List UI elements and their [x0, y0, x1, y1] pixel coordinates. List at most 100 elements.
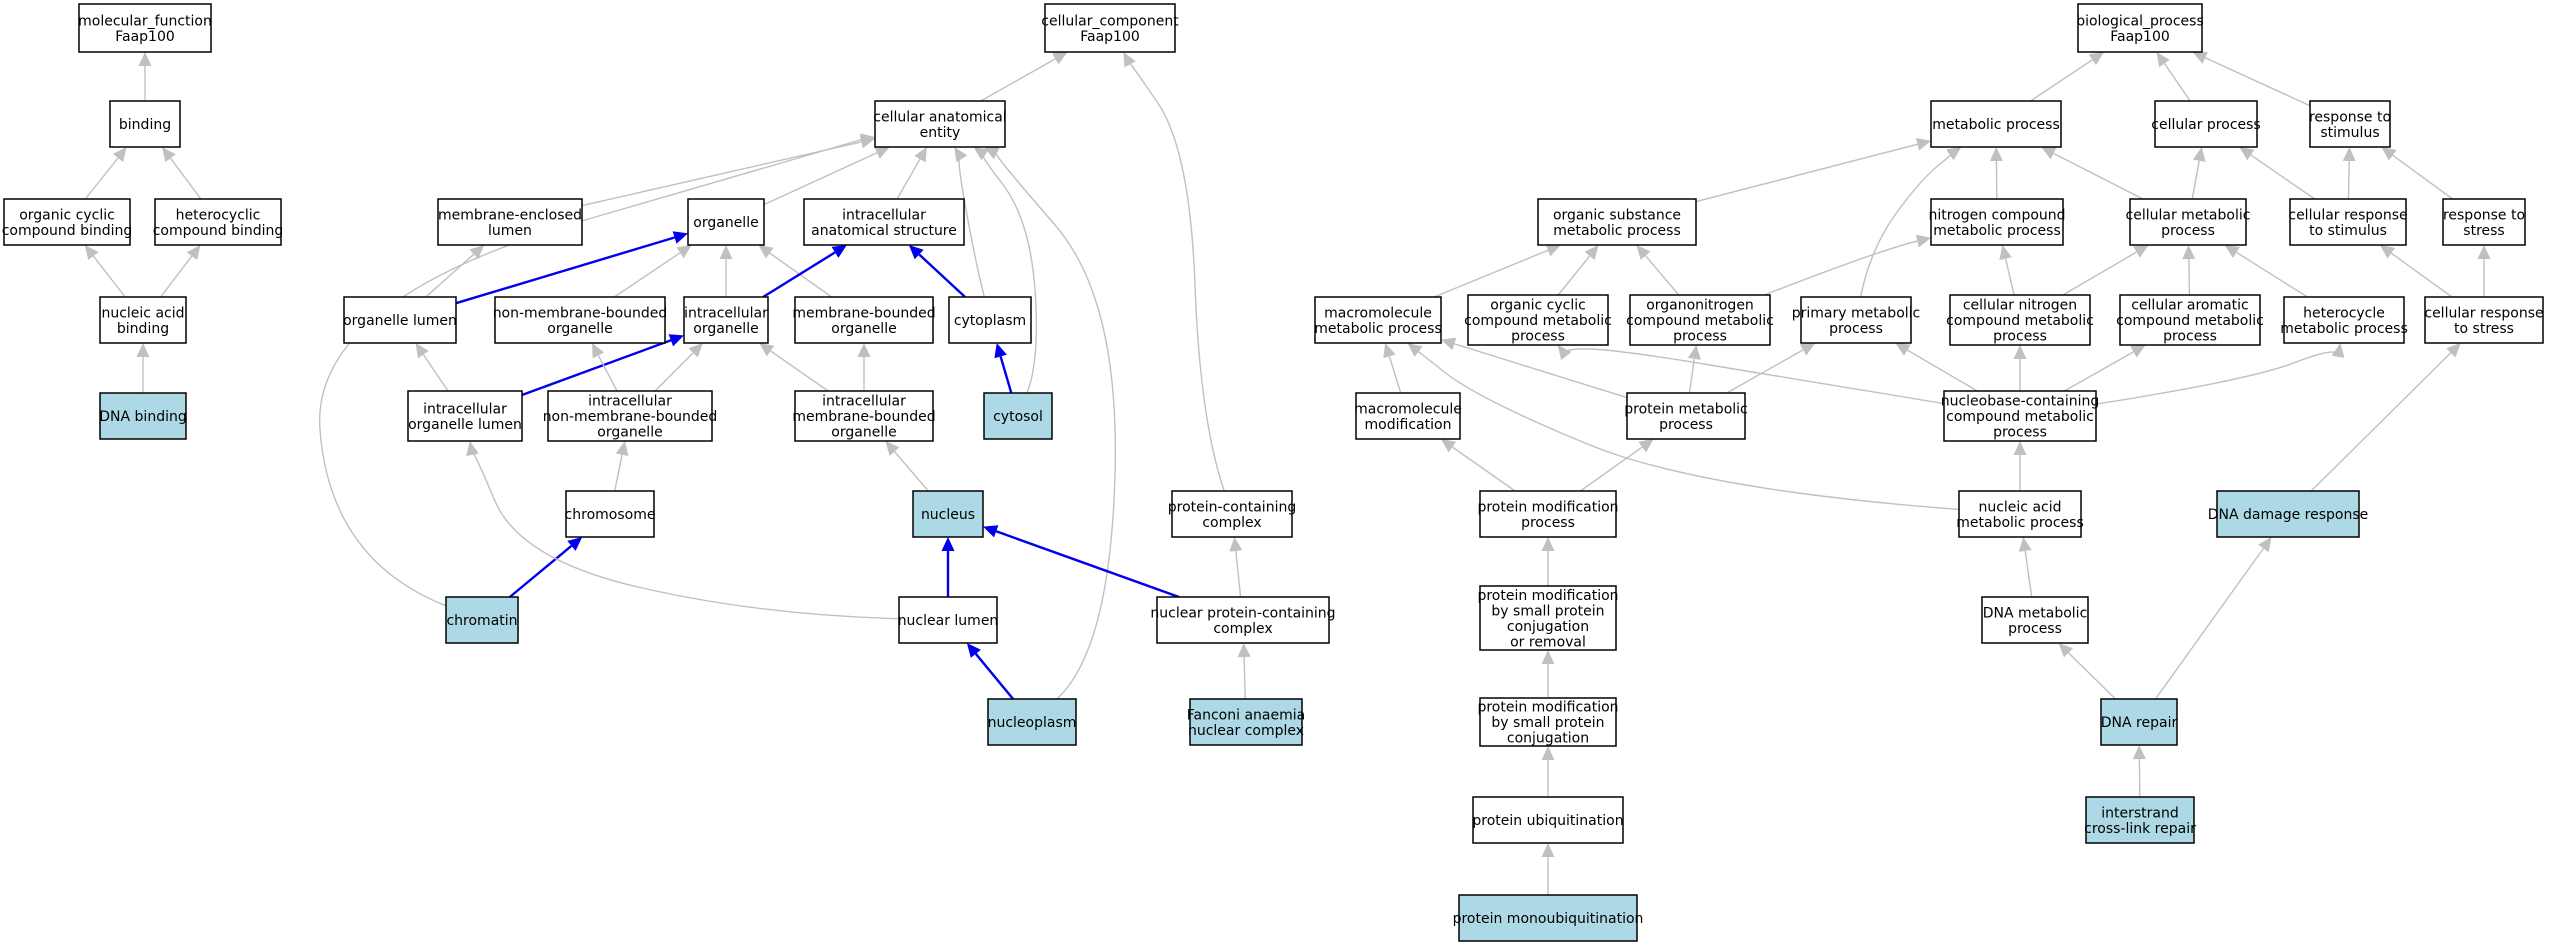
edge-occmp-to-osmp — [1557, 245, 1599, 296]
node-label: conjugation — [1507, 731, 1589, 747]
node-label: cellular aromatic — [2131, 298, 2249, 314]
node-box — [99, 392, 187, 440]
node-box — [1467, 294, 1609, 346]
edge-pcc-to-cc — [1123, 52, 1225, 492]
edge-cae-to-cc — [980, 52, 1068, 102]
node-box — [1930, 198, 2064, 246]
node-cytoplasm: cytoplasm — [948, 296, 1032, 344]
node-label: or removal — [1510, 634, 1586, 650]
edge-iol-to-olumen — [415, 343, 449, 392]
node-label: lumen — [488, 223, 532, 239]
node-label: modification — [1365, 417, 1452, 433]
node-label: membrane-enclosed — [438, 207, 582, 223]
node-box — [2283, 296, 2405, 344]
node-label: process — [1511, 329, 1565, 345]
node-nucleus: nucleus — [912, 490, 984, 538]
edge-cncmp-to-ncmp — [1999, 245, 2015, 296]
node-box — [1629, 294, 1771, 346]
edge-ncmp-to-metab — [1989, 147, 2003, 200]
edge-chromosome-to-inmbo — [614, 441, 629, 492]
node-label: by small protein — [1491, 603, 1604, 619]
node-box — [912, 490, 984, 538]
node-label: metabolic process — [1933, 223, 2061, 239]
node-box — [948, 296, 1032, 344]
edge-nlumen-to-iol — [466, 441, 900, 620]
edges-layer — [84, 51, 2491, 895]
edge-nlumen-to-nucleus — [941, 537, 955, 597]
node-label: nuclear protein-containing — [1150, 605, 1335, 621]
node-box — [2119, 294, 2261, 346]
edge-ias-to-cae — [896, 147, 927, 200]
node-label: compound metabolic — [2116, 313, 2264, 329]
node-label: non-membrane-bounded — [543, 409, 718, 425]
node-box — [1626, 392, 1746, 440]
node-label: process — [1521, 515, 1575, 531]
edge-npcc-to-pcc — [1229, 537, 1243, 598]
node-metab: metabolic process — [1930, 100, 2062, 148]
edge-hmp-to-cmp — [2224, 245, 2308, 298]
node-olumen: organelle lumen — [343, 296, 457, 344]
node-nucleoplasm: nucleoplasm — [987, 698, 1077, 746]
edge-io-to-organelle — [719, 245, 733, 297]
edge-nbccmp-to-hmp — [2095, 343, 2345, 405]
node-label: intracellular — [684, 305, 768, 321]
node-label: cross-link repair — [2084, 821, 2196, 837]
node-label: process — [2008, 621, 2062, 637]
node-label: molecular_function — [78, 13, 212, 29]
node-label: cellular metabolic — [2126, 207, 2251, 223]
node-label: DNA damage response — [2208, 507, 2369, 523]
node-box — [794, 390, 934, 442]
edge-protmp-to-pmp — [1726, 343, 1816, 394]
node-box — [1479, 585, 1617, 651]
node-nlumen: nuclear lumen — [898, 596, 998, 644]
node-box — [343, 296, 457, 344]
edge-io-to-ias — [762, 245, 847, 299]
edge-cncmp-to-cmp — [2062, 245, 2149, 296]
node-label: biological_process — [2076, 13, 2204, 29]
edge-nmbo-to-organelle — [613, 245, 692, 298]
node-label: Faap100 — [2110, 29, 2170, 45]
edge-oncmp-to-osmp — [1636, 245, 1680, 296]
node-box — [1171, 490, 1293, 538]
node-label: organelle — [693, 215, 758, 231]
node-box — [1189, 698, 1303, 746]
edge-fanc-to-npcc — [1237, 643, 1251, 700]
node-label: process — [1659, 417, 1713, 433]
node-box — [437, 198, 583, 246]
node-binding: binding — [109, 100, 181, 148]
node-pmonoubiq: protein monoubiquitination — [1453, 894, 1643, 942]
node-label: membrane-bounded — [792, 409, 935, 425]
node-label: organic substance — [1553, 207, 1681, 223]
edge-dnamp-to-namp — [2018, 537, 2033, 598]
node-label: cellular nitrogen — [1963, 298, 2077, 314]
node-box — [1949, 294, 2091, 346]
node-label: organic cyclic — [19, 207, 115, 223]
edge-dnab-to-nab — [136, 343, 150, 393]
edge-imbo-to-io — [759, 343, 829, 392]
edge-osmp-to-metab — [1695, 138, 1931, 203]
node-label: macromolecule — [1354, 401, 1462, 417]
node-box — [1355, 392, 1461, 440]
node-label: metabolic process — [2280, 321, 2408, 337]
node-label: heterocycle — [2303, 305, 2385, 321]
node-box — [2129, 198, 2247, 246]
node-label: protein-containing — [1168, 499, 1296, 515]
edge-oncmp-to-ncmp — [1764, 234, 1931, 296]
node-label: Fanconi anaemia — [1187, 707, 1305, 723]
edge-chromatin-to-chromosome — [509, 537, 583, 598]
node-label: metabolic process — [1932, 117, 2060, 133]
node-box — [987, 698, 1077, 746]
edge-cmp-to-cellproc — [2191, 147, 2206, 200]
